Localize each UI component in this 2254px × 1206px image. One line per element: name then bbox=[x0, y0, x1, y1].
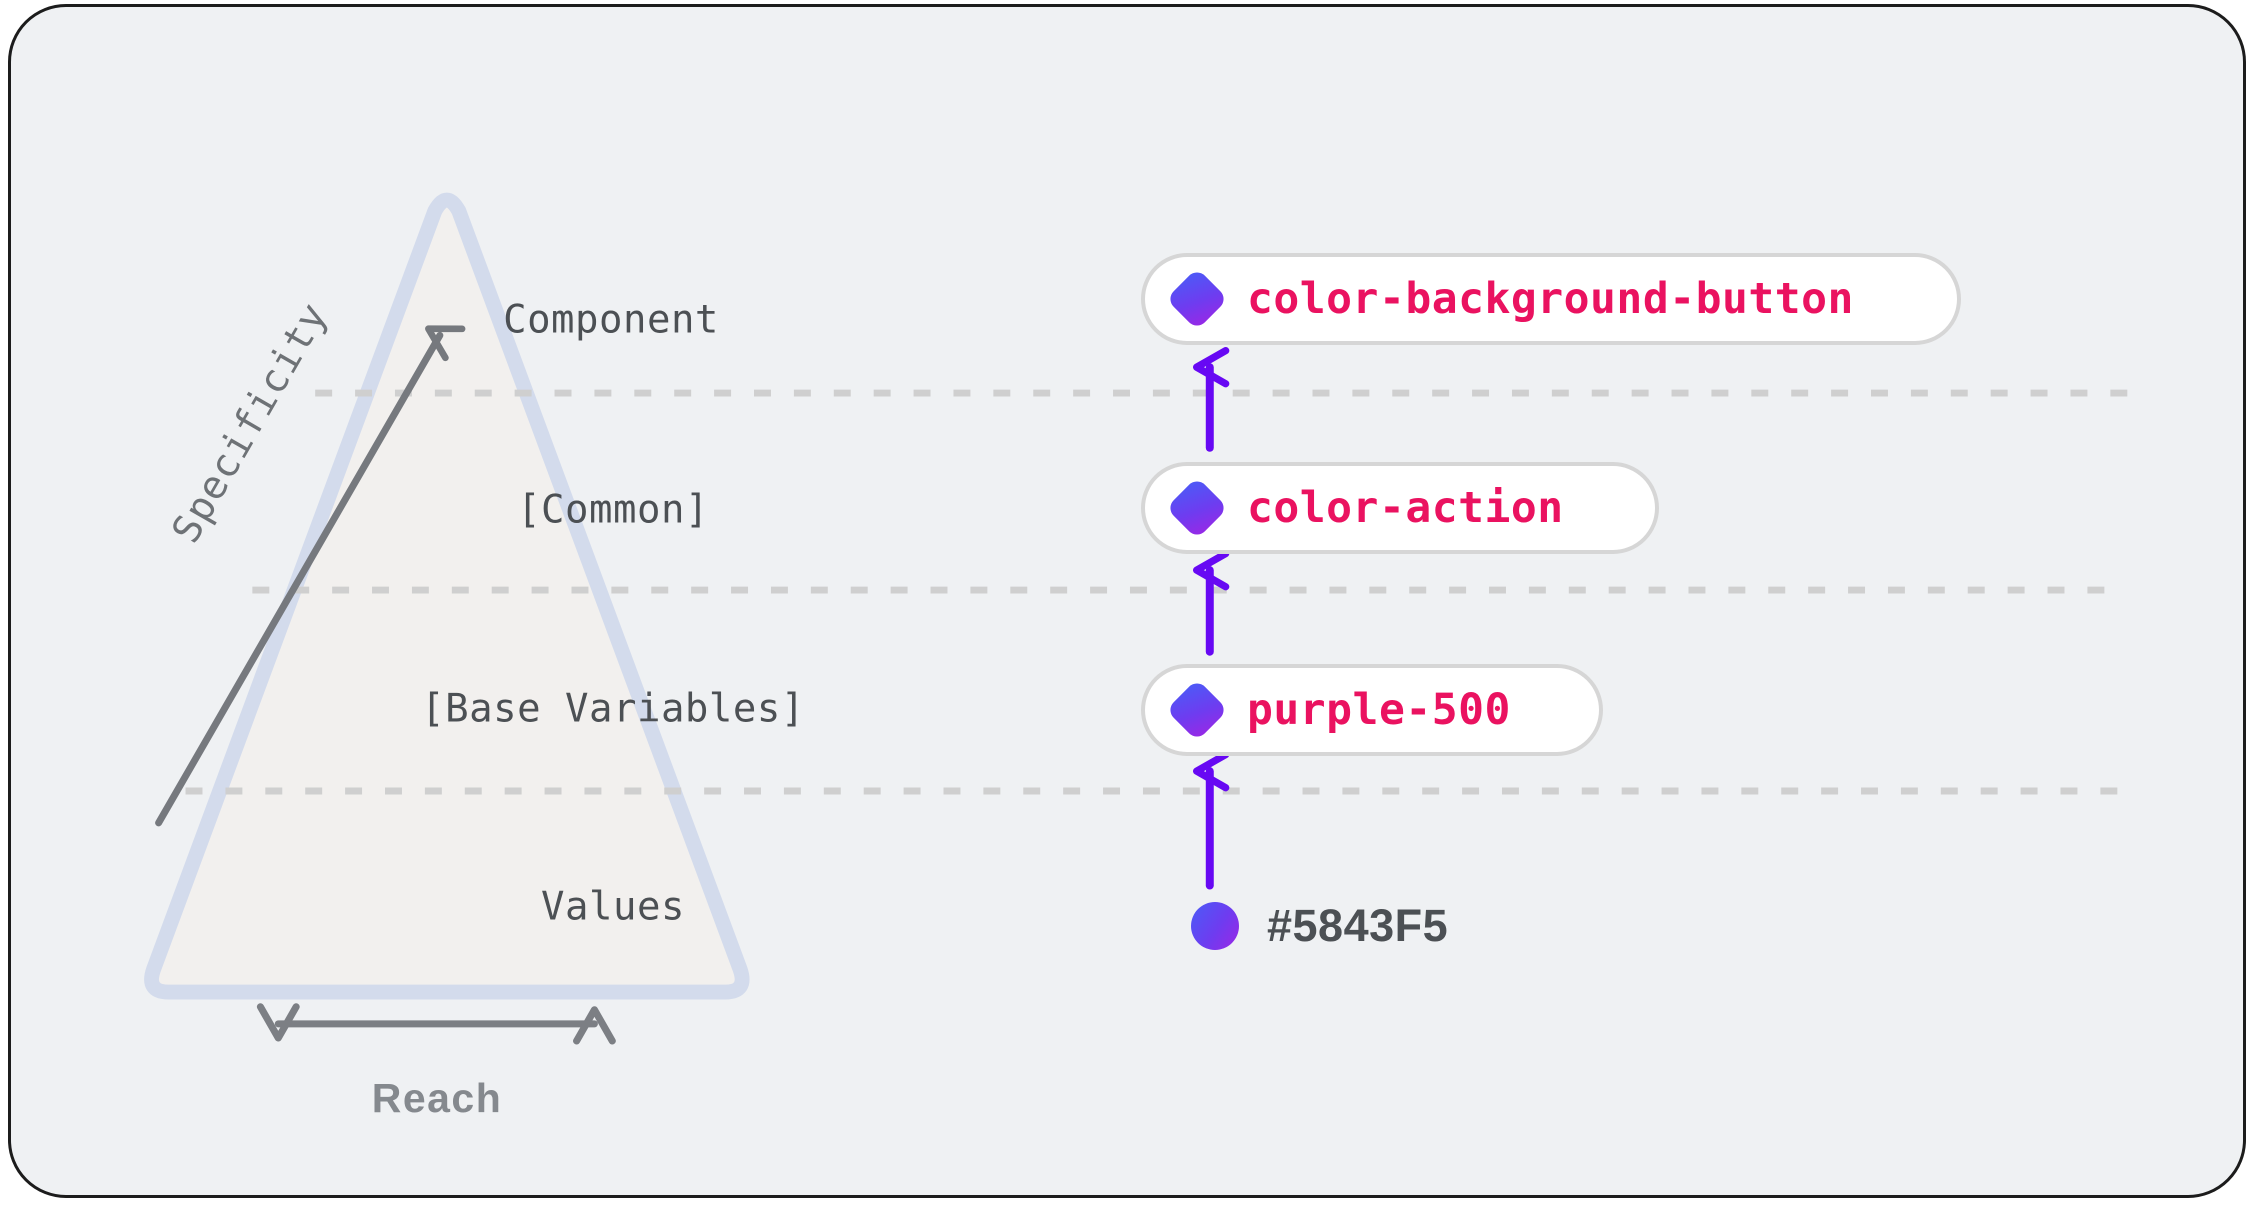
tier-label-base-variables: [Base Variables] bbox=[421, 686, 805, 732]
diagram-card: Component [Common] [Base Variables] Valu… bbox=[8, 4, 2246, 1198]
raw-value-row: #5843F5 bbox=[1191, 900, 1448, 952]
token-pill-color-action[interactable]: color-action bbox=[1141, 462, 1659, 554]
diamond-gradient-swatch-icon bbox=[1165, 267, 1229, 331]
token-pill-label: purple-500 bbox=[1247, 684, 1511, 735]
reach-axis-label: Reach bbox=[371, 1075, 503, 1121]
tier-dividers bbox=[185, 389, 2128, 795]
diamond-gradient-swatch-icon bbox=[1165, 678, 1229, 742]
token-pill-color-background-button[interactable]: color-background-button bbox=[1141, 253, 1961, 345]
tier-label-values: Values bbox=[541, 884, 685, 930]
tier-label-common: [Common] bbox=[517, 487, 709, 533]
tier-label-component: Component bbox=[503, 297, 719, 343]
specificity-arrow-icon bbox=[155, 325, 466, 827]
circle-gradient-swatch-icon bbox=[1191, 902, 1239, 950]
diagram-canvas bbox=[144, 192, 2128, 1045]
token-pill-label: color-action bbox=[1247, 482, 1564, 533]
token-pill-purple-500[interactable]: purple-500 bbox=[1141, 664, 1603, 756]
token-pill-label: color-background-button bbox=[1247, 273, 1854, 324]
diamond-gradient-swatch-icon bbox=[1165, 476, 1229, 540]
raw-value-label: #5843F5 bbox=[1267, 900, 1449, 951]
